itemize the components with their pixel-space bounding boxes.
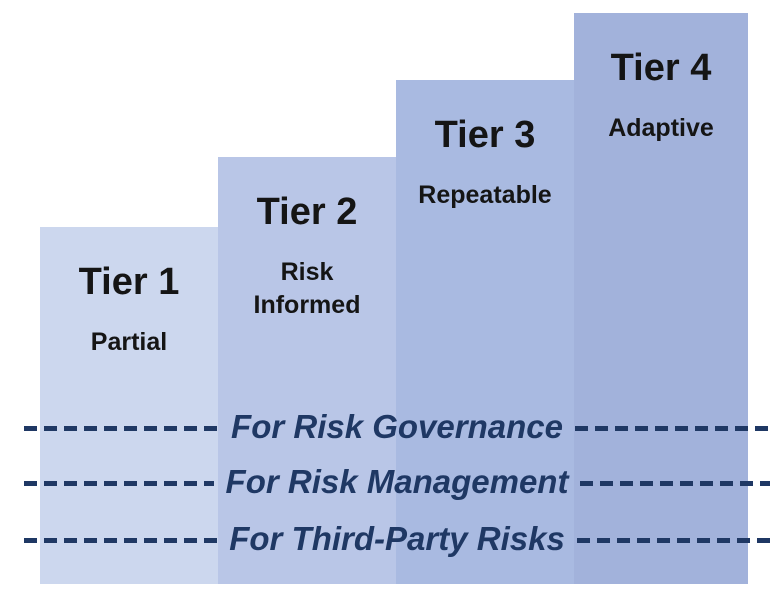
tier-4-bar: Tier 4 Adaptive	[574, 13, 748, 584]
tier-1-bar: Tier 1 Partial	[40, 227, 218, 584]
tier-4-title: Tier 4	[610, 47, 712, 89]
tier-2-title: Tier 2	[256, 191, 358, 233]
tier-4-subtitle: Adaptive	[608, 113, 714, 142]
risk-governance-label: For Risk Governance	[231, 407, 563, 445]
tier-3-title: Tier 3	[434, 114, 536, 156]
tier-1-subtitle: Partial	[90, 327, 168, 356]
dash-left	[24, 480, 214, 486]
dash-right	[580, 480, 771, 486]
dash-right	[576, 537, 771, 543]
tier-3-subtitle: Repeatable	[418, 180, 552, 209]
risk-management-line: For Risk Management	[24, 462, 771, 503]
risk-governance-line: For Risk Governance	[24, 407, 771, 448]
third-party-risks-line: For Third-Party Risks	[24, 519, 771, 560]
dash-right	[574, 425, 771, 431]
dash-left	[24, 425, 220, 431]
tier-3-bar: Tier 3 Repeatable	[396, 80, 574, 584]
tier-2-bar: Tier 2 Risk Informed	[218, 157, 396, 584]
third-party-risks-label: For Third-Party Risks	[229, 519, 565, 557]
dash-left	[24, 537, 218, 543]
tier-1-title: Tier 1	[78, 261, 180, 303]
tier-2-subtitle: Risk Informed	[253, 257, 361, 320]
risk-management-label: For Risk Management	[225, 462, 569, 500]
